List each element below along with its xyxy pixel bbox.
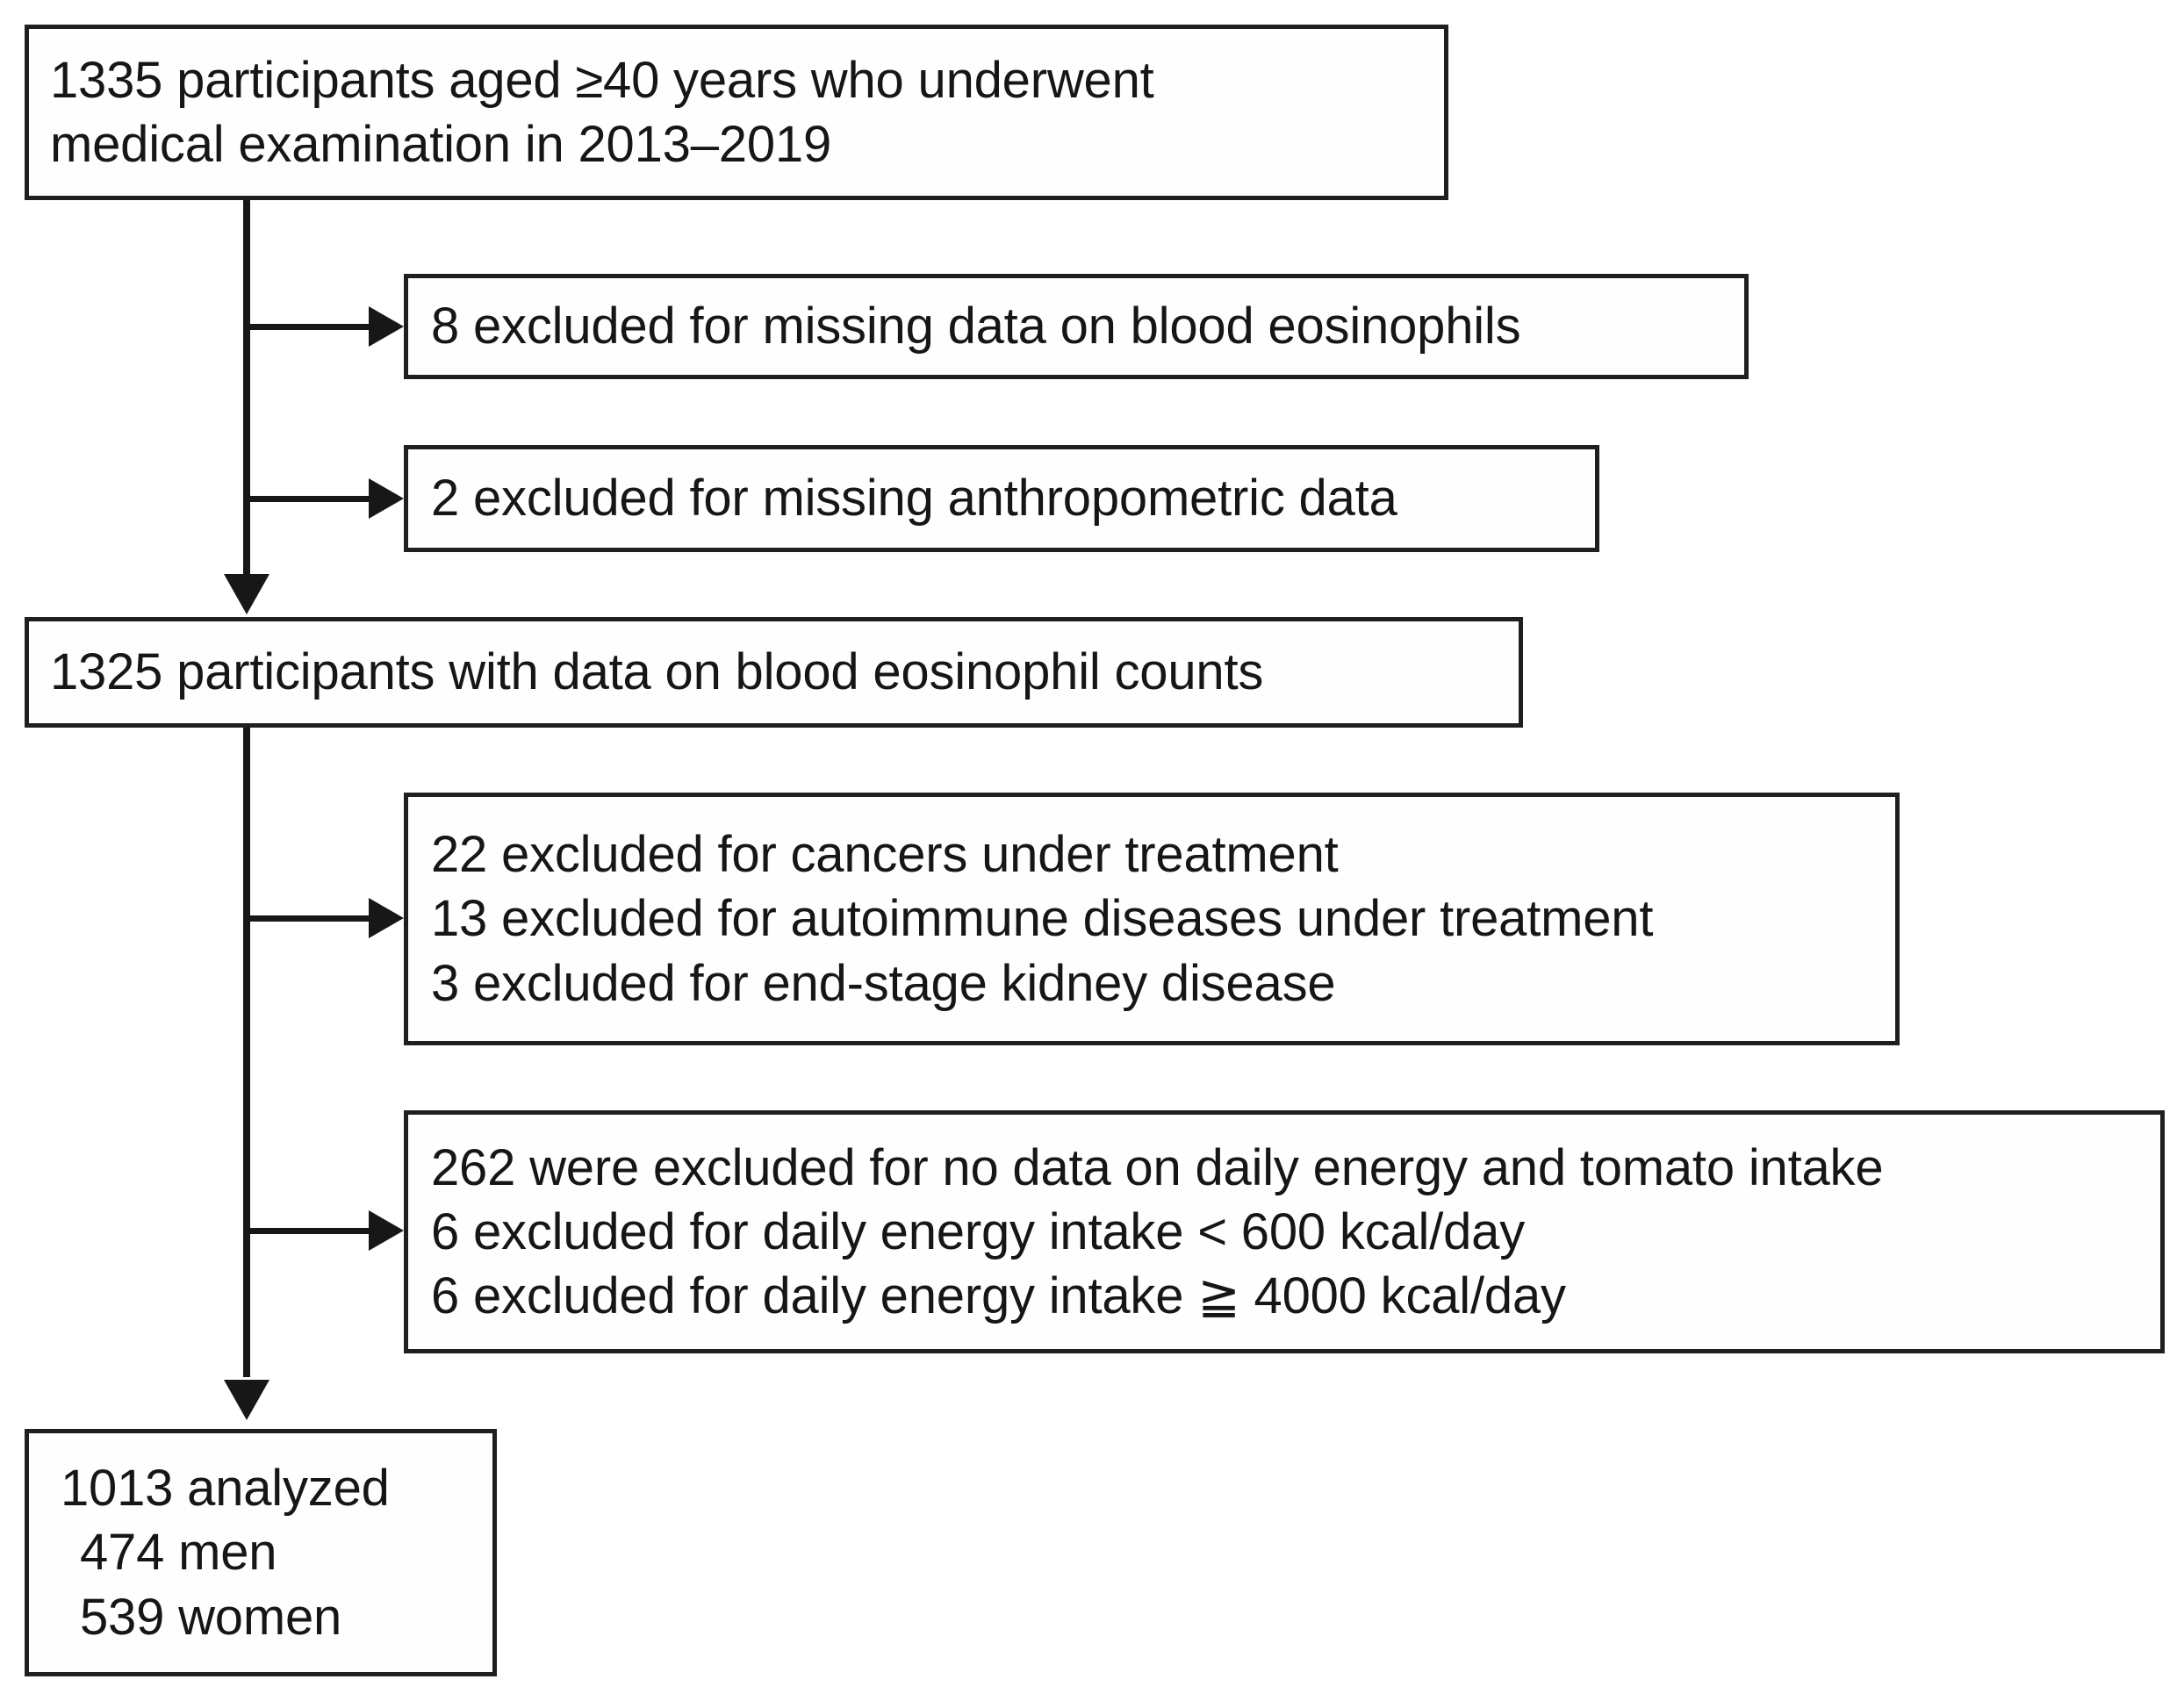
arrow-right-icon-excluded-eosinophils (369, 306, 404, 347)
branch-line-excluded-disease (243, 915, 371, 922)
enrolled-line-1: 1335 participants aged ≥40 years who und… (50, 51, 1154, 109)
final-analyzed-sample-box: 1013 analyzed 474 men 539 women (25, 1429, 497, 1676)
excluded-dietary-criteria-box: 262 were excluded for no data on daily e… (404, 1110, 2165, 1353)
excluded-disease-criteria-box: 22 excluded for cancers under treatment … (404, 793, 1900, 1045)
excluded-disease-line-2: 13 excluded for autoimmune diseases unde… (431, 890, 1654, 948)
excluded-diet-line-2: 6 excluded for daily energy intake < 600… (431, 1202, 1526, 1260)
analyzed-line-2: 474 men (80, 1524, 277, 1582)
enrolled-line-2: medical examination in 2013–2019 (50, 116, 831, 173)
branch-line-excluded-diet (243, 1228, 371, 1234)
arrow-down-icon-to-analyzed (224, 1380, 269, 1420)
analyzed-line-3: 539 women (80, 1588, 342, 1646)
excluded-missing-eosinophils-box: 8 excluded for missing data on blood eos… (404, 274, 1749, 379)
excluded-eosinophils-line-1: 8 excluded for missing data on blood eos… (431, 298, 1521, 355)
excluded-diet-line-1: 262 were excluded for no data on daily e… (431, 1138, 1884, 1196)
arrow-down-icon-to-eligible (224, 574, 269, 614)
branch-line-excluded-anthropometric (243, 496, 371, 502)
excluded-disease-line-1: 22 excluded for cancers under treatment (431, 826, 1339, 884)
arrow-right-icon-excluded-anthropometric (369, 478, 404, 519)
arrow-right-icon-excluded-diet (369, 1210, 404, 1251)
analyzed-line-1: 1013 analyzed (61, 1460, 390, 1518)
spine-segment-enrolled-to-eligible (243, 200, 250, 525)
excluded-disease-line-3: 3 excluded for end-stage kidney disease (431, 954, 1336, 1012)
excluded-missing-anthropometric-box: 2 excluded for missing anthropometric da… (404, 445, 1599, 552)
arrow-right-icon-excluded-disease (369, 898, 404, 938)
participants-with-eosinophil-data-box: 1325 participants with data on blood eos… (25, 617, 1523, 728)
spine-segment-eligible-to-analyzed (243, 728, 250, 1377)
spine-segment-enrolled-to-eligible-lower (243, 525, 250, 576)
excluded-anthropometric-line-1: 2 excluded for missing anthropometric da… (431, 470, 1397, 528)
branch-line-excluded-eosinophils (243, 324, 371, 330)
eligible-line-1: 1325 participants with data on blood eos… (50, 643, 1264, 701)
excluded-diet-line-3: 6 excluded for daily energy intake ≧ 400… (431, 1267, 1566, 1325)
enrolled-participants-box: 1335 participants aged ≥40 years who und… (25, 25, 1448, 200)
